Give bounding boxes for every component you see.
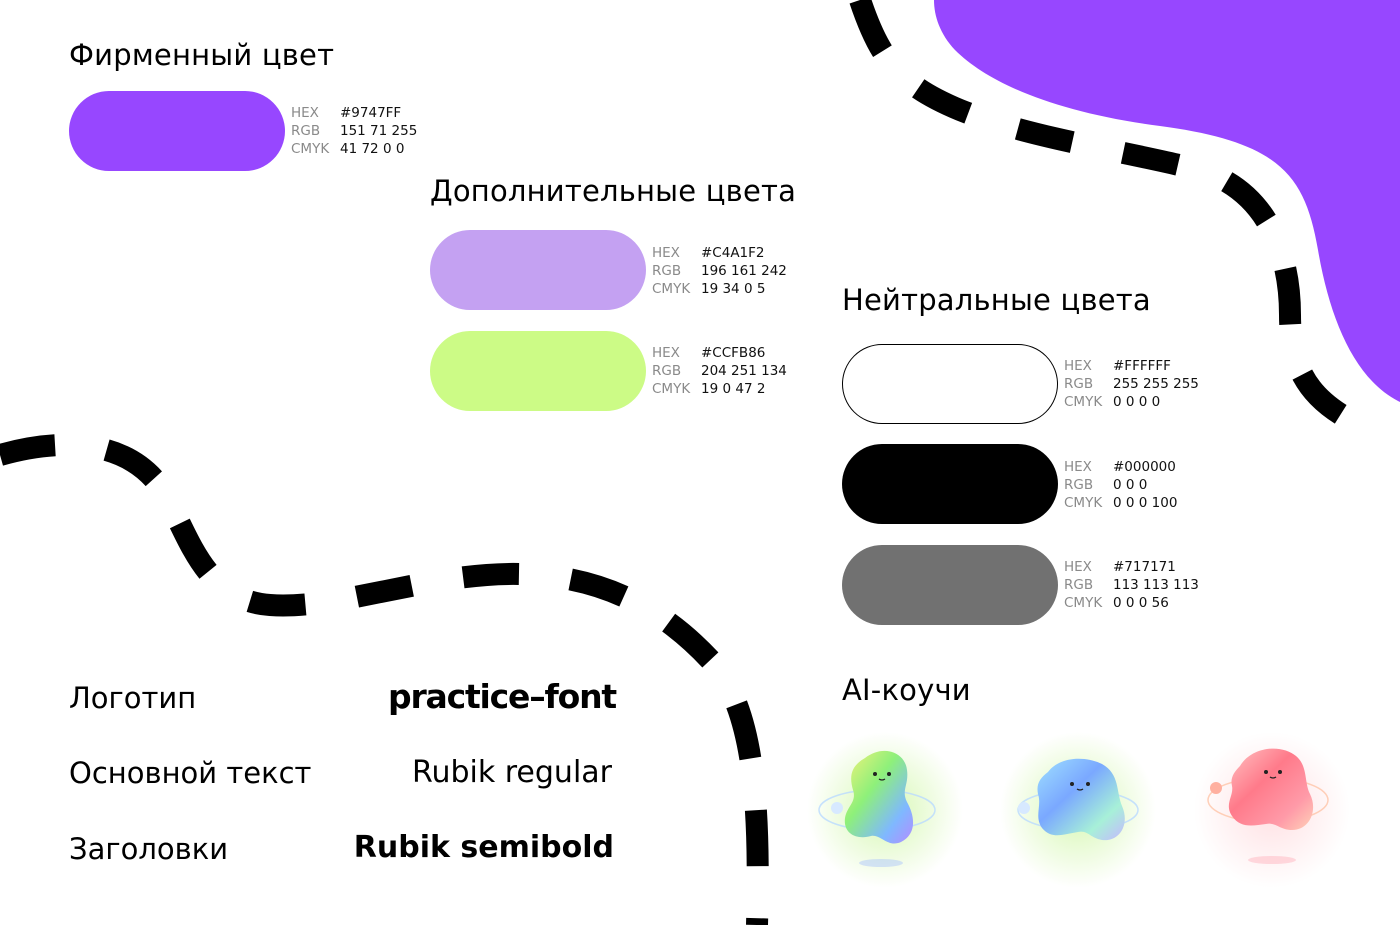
cmyk-label: CMYK — [652, 281, 691, 297]
rgb-label: RGB — [291, 123, 321, 139]
cmyk-value: 19 34 0 5 — [701, 281, 766, 297]
additional-colors-heading: Дополнительные цвета — [430, 174, 797, 208]
additional-color-specs-lavender: HEX #C4A1F2 RGB 196 161 242 CMYK 19 34 0 5 — [652, 244, 787, 298]
hex-label: HEX — [1064, 459, 1092, 475]
neutral-swatch-gray — [842, 545, 1058, 625]
pink-coach-icon — [1194, 732, 1350, 888]
rgb-value: 151 71 255 — [340, 123, 418, 139]
neutral-colors-heading: Нейтральные цвета — [842, 283, 1151, 317]
hex-label: HEX — [652, 245, 680, 261]
cmyk-value: 0 0 0 100 — [1113, 495, 1178, 511]
cmyk-label: CMYK — [291, 141, 330, 157]
rgb-value: 0 0 0 — [1113, 477, 1148, 493]
additional-swatch-lime — [430, 331, 646, 411]
neutral-swatch-white — [842, 344, 1058, 424]
body-font-label: Основной текст — [69, 756, 312, 790]
hex-label: HEX — [652, 345, 680, 361]
rgb-label: RGB — [652, 363, 682, 379]
hex-label: HEX — [1064, 358, 1092, 374]
brand-color-specs: HEX #9747FF RGB 151 71 255 CMYK 41 72 0 0 — [291, 104, 417, 158]
cmyk-value: 0 0 0 56 — [1113, 595, 1169, 611]
body-font-sample: Rubik regular — [411, 755, 612, 790]
cmyk-label: CMYK — [1064, 394, 1103, 410]
rgb-value: 196 161 242 — [701, 263, 787, 279]
dashed-line-top-right — [849, 0, 1365, 435]
neutral-color-specs-gray: HEX #717171 RGB 113 113 113 CMYK 0 0 0 56 — [1064, 558, 1199, 612]
rgb-label: RGB — [1064, 577, 1094, 593]
logo-font-sample: practice–font — [388, 677, 617, 716]
hex-value: #CCFB86 — [701, 345, 766, 361]
additional-swatch-lavender — [430, 230, 646, 310]
dashed-line-bottom-left — [0, 433, 769, 925]
cmyk-value: 41 72 0 0 — [340, 141, 405, 157]
hex-value: #9747FF — [340, 105, 402, 121]
hex-label: HEX — [291, 105, 319, 121]
ai-coaches-heading: AI-коучи — [842, 673, 971, 707]
hex-value: #C4A1F2 — [701, 245, 765, 261]
logo-font-label: Логотип — [69, 681, 197, 715]
rgb-value: 255 255 255 — [1113, 376, 1199, 392]
hex-value: #000000 — [1113, 459, 1176, 475]
neutral-swatch-black — [842, 444, 1058, 524]
blue-coach-icon — [1000, 732, 1156, 888]
neutral-color-specs-white: HEX #FFFFFF RGB 255 255 255 CMYK 0 0 0 0 — [1064, 357, 1199, 411]
hex-value: #717171 — [1113, 559, 1176, 575]
headings-font-label: Заголовки — [69, 832, 229, 866]
rgb-value: 204 251 134 — [701, 363, 787, 379]
hex-label: HEX — [1064, 559, 1092, 575]
cmyk-label: CMYK — [1064, 495, 1103, 511]
purple-blob — [934, 0, 1400, 402]
cmyk-value: 19 0 47 2 — [701, 381, 766, 397]
rgb-label: RGB — [1064, 477, 1094, 493]
neutral-color-specs-black: HEX #000000 RGB 0 0 0 CMYK 0 0 0 100 — [1064, 458, 1177, 512]
cmyk-label: CMYK — [652, 381, 691, 397]
rgb-value: 113 113 113 — [1113, 577, 1199, 593]
cmyk-value: 0 0 0 0 — [1113, 394, 1161, 410]
additional-color-specs-lime: HEX #CCFB86 RGB 204 251 134 CMYK 19 0 47 2 — [652, 344, 787, 398]
rgb-label: RGB — [652, 263, 682, 279]
yellow-green-coach-icon — [807, 732, 963, 888]
rgb-label: RGB — [1064, 376, 1094, 392]
brand-swatch-purple — [69, 91, 285, 171]
headings-font-sample: Rubik semibold — [353, 830, 614, 865]
hex-value: #FFFFFF — [1113, 358, 1171, 374]
cmyk-label: CMYK — [1064, 595, 1103, 611]
brand-colors-heading: Фирменный цвет — [69, 38, 335, 72]
